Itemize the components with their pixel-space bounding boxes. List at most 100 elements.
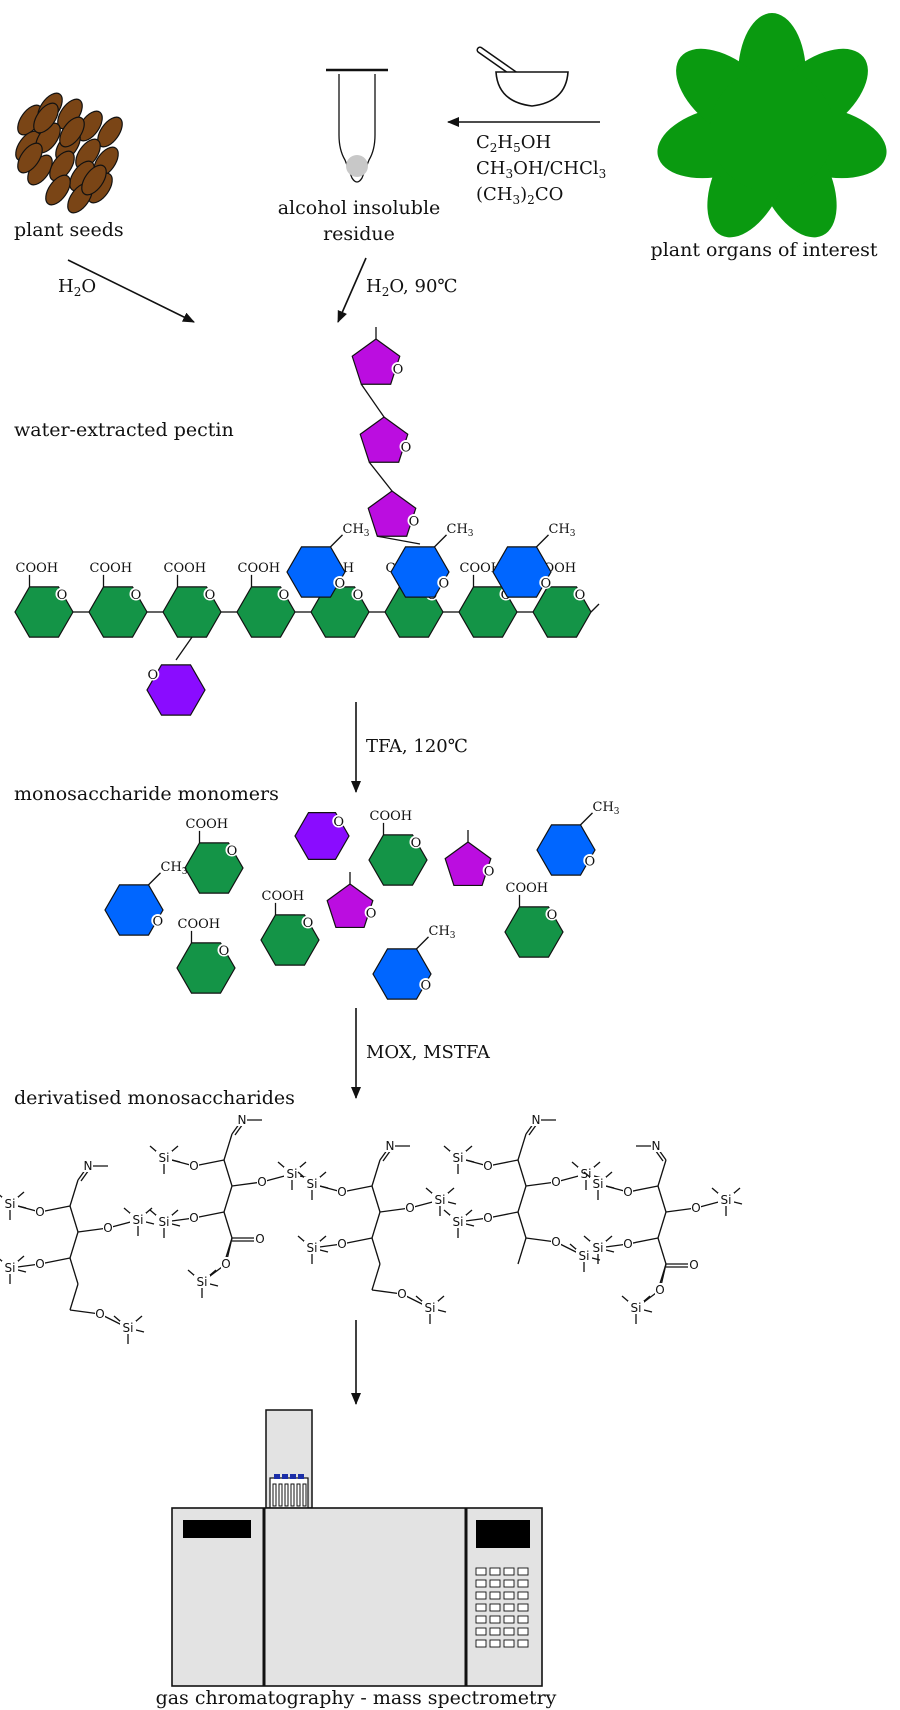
monosaccharide-monomers-label: monosaccharide monomers	[14, 783, 279, 805]
backbone-bond	[69, 1231, 79, 1259]
keypad-key	[503, 1627, 515, 1636]
backbone-bond	[657, 1237, 667, 1265]
keypad-key	[517, 1603, 529, 1612]
keypad-key	[503, 1591, 515, 1600]
pectin-polymer: COOHOCOOHOCOOHOCOOHOCOOHOCOOHOCOOHOCOOHO…	[14, 327, 600, 716]
oxygen-atom: O	[35, 1257, 44, 1271]
cooh-group-label: COOH	[178, 917, 221, 932]
alcohol-residue-label-line1: alcohol insoluble	[278, 197, 441, 219]
backbone-bond	[223, 1159, 233, 1187]
oxygen-atom: O	[337, 1185, 346, 1199]
methyl-bond	[580, 812, 593, 826]
backbone-bond	[517, 1159, 527, 1187]
arabinose-unit: O	[444, 830, 496, 887]
arabinan-bond	[360, 383, 385, 418]
cooh-group-label: COOH	[262, 889, 305, 904]
oxygen-atom: O	[623, 1185, 632, 1199]
nitrogen-atom: N	[532, 1113, 541, 1127]
silicon-atom: Si	[5, 1197, 16, 1211]
backbone-bond	[223, 1185, 233, 1213]
ring-oxygen-label: O	[303, 916, 314, 931]
sample-vial	[290, 1483, 295, 1507]
water-extracted-pectin-label: water-extracted pectin	[14, 419, 234, 441]
backbone-bond	[69, 1179, 79, 1207]
derivatised-monosaccharides-label: derivatised monosaccharides	[14, 1087, 295, 1109]
galacturonic-acid-unit: COOH O	[236, 561, 296, 638]
backbone-bond	[69, 1257, 79, 1285]
arabinose-unit: O	[326, 872, 378, 929]
backbone-bond	[371, 1185, 381, 1213]
cooh-group-label: COOH	[16, 561, 59, 576]
hot-water-condition-label: H2O, 90℃	[366, 276, 458, 299]
ring-oxygen-label: O	[409, 515, 420, 530]
cooh-group-label: COOH	[506, 881, 549, 896]
oxygen-atom: O	[35, 1205, 44, 1219]
silicon-atom: Si	[5, 1261, 16, 1275]
rhamnose-unit: CH3O	[104, 860, 188, 936]
backbone-bond	[371, 1211, 381, 1239]
methyl-bond	[416, 936, 429, 950]
rhamnose-unit: CH3O	[492, 522, 576, 598]
silicon-atom: Si	[593, 1177, 604, 1191]
hydrolysis-condition-label: TFA, 120℃	[366, 736, 468, 757]
silicon-atom: Si	[721, 1193, 732, 1207]
backbone-bond	[371, 1237, 381, 1265]
backbone-bond	[69, 1205, 79, 1233]
sample-vial	[302, 1483, 307, 1507]
keypad-key	[475, 1579, 487, 1588]
solvent-acetone: (CH3)2CO	[476, 184, 563, 207]
ring-oxygen-label: O	[438, 576, 449, 591]
arabinose-ring	[359, 416, 409, 463]
seeds-to-pectin-arrow	[67, 259, 195, 323]
keypad-key	[475, 1603, 487, 1612]
silicon-atom: Si	[453, 1151, 464, 1165]
keypad-key	[489, 1579, 501, 1588]
backbone-bond	[371, 1159, 381, 1187]
backbone-bond	[657, 1159, 667, 1187]
ring-oxygen-label: O	[334, 576, 345, 591]
ring-oxygen-label: O	[279, 588, 290, 603]
backbone-bond	[517, 1133, 527, 1161]
alcohol-residue-label-line2: residue	[323, 223, 395, 245]
sample-vial	[296, 1483, 301, 1507]
xylose-branch-bond	[175, 636, 193, 661]
xylose-unit: O	[146, 664, 206, 716]
vial-cap	[290, 1474, 296, 1479]
vial-cap	[298, 1474, 304, 1479]
oxygen-atom: O	[551, 1235, 560, 1249]
nitrogen-atom: N	[652, 1139, 661, 1153]
gcms-label: gas chromatography - mass spectrometry	[156, 1687, 557, 1709]
plant-seeds-label: plant seeds	[14, 219, 124, 241]
ch3-group-label: CH3	[549, 522, 576, 539]
arabinose-ring	[444, 841, 492, 887]
ring-oxygen-label: O	[353, 588, 364, 603]
backbone-bond	[223, 1211, 233, 1239]
ring-oxygen-label: O	[57, 588, 68, 603]
oxygen-atom: O	[623, 1237, 632, 1251]
keypad-key	[489, 1603, 501, 1612]
nitrogen-atom: N	[84, 1159, 93, 1173]
keypad-key	[475, 1615, 487, 1624]
plant-organs-label: plant organs of interest	[651, 239, 878, 261]
ring-oxygen-label: O	[131, 588, 142, 603]
silicon-atom: Si	[631, 1301, 642, 1315]
silicon-atom: Si	[133, 1213, 144, 1227]
arabinose-ring	[326, 883, 374, 929]
silicon-atom: Si	[453, 1215, 464, 1229]
arabinose-unit: O	[359, 416, 413, 463]
ring-oxygen-label: O	[393, 363, 404, 378]
nitrogen-atom: N	[386, 1139, 395, 1153]
backbone-bond	[517, 1211, 527, 1239]
keypad-key	[475, 1639, 487, 1648]
cooh-group-label: COOH	[238, 561, 281, 576]
